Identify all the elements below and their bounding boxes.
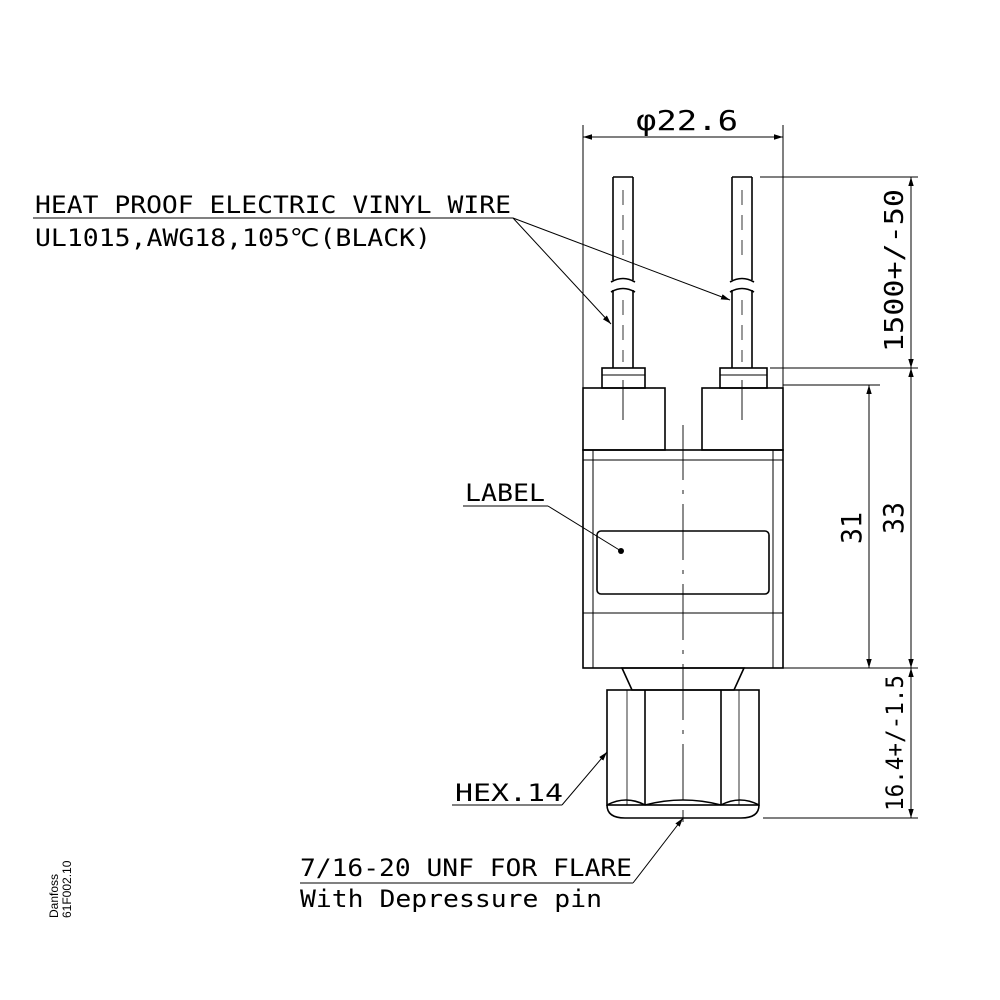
body-33-dimension: 33	[877, 502, 910, 534]
fitting-dimension: 16.4+/-1.5	[881, 675, 909, 811]
left-collar	[601, 367, 646, 389]
wire-callout-line2: UL1015,AWG18,105℃(BLACK)	[35, 224, 431, 252]
diameter-dimension: φ22.6	[636, 104, 738, 137]
drawing-code-reference: 61F002.10	[60, 860, 74, 918]
flare-callout-line2: With Depressure pin	[300, 885, 602, 913]
flare-callout-line1: 7/16-20 UNF FOR FLARE	[300, 854, 632, 882]
wire-length-dimension: 1500+/-50	[880, 189, 910, 352]
right-collar	[719, 367, 768, 389]
leader-lines	[33, 217, 731, 884]
right-wire	[729, 176, 755, 368]
hex-fitting	[606, 667, 760, 819]
wire-callout-line1: HEAT PROOF ELECTRIC VINYL WIRE	[35, 191, 511, 219]
label-callout: LABEL	[465, 479, 545, 507]
label-leader-dot	[618, 548, 624, 554]
dimension-lines	[582, 125, 918, 819]
body-31-dimension: 31	[835, 512, 868, 544]
brand-reference: Danfoss	[47, 874, 61, 918]
centerlines	[622, 380, 743, 822]
hex-callout: HEX.14	[455, 779, 563, 807]
left-wire	[610, 176, 636, 368]
